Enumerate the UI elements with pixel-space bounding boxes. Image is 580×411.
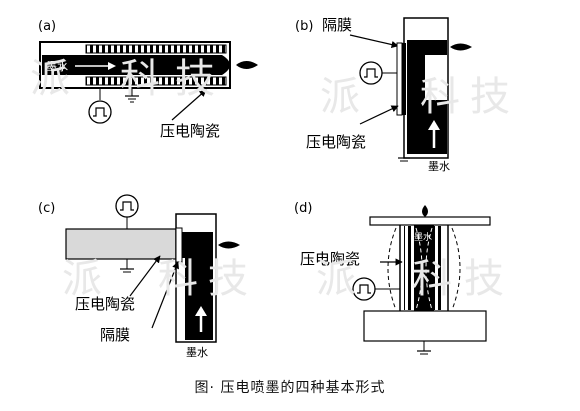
piezo-label-c: 压电陶瓷	[75, 295, 135, 313]
pointer-piezo-b	[359, 105, 399, 125]
watermark-a-1: 派	[30, 56, 70, 102]
ink-label-b: 墨水	[428, 160, 450, 173]
pulse-source-a	[88, 100, 112, 124]
ink-arrowhead-a	[108, 62, 116, 70]
figure-caption: 图· 压电喷墨的四种基本形式	[194, 380, 386, 396]
piezo-b	[402, 43, 406, 115]
pulse-icon-b	[364, 68, 378, 78]
piezo-label-b: 压电陶瓷	[306, 133, 366, 151]
piezo-wall-left-d	[404, 226, 414, 310]
piezo-strip-top	[85, 44, 227, 54]
watermark-a-2: 科	[120, 56, 160, 102]
pointer-piezo-a	[171, 89, 207, 121]
watermark-layer: 派 科 技 派 科 技 派 科 技 派 科 技	[30, 56, 510, 302]
ink-label-d: 墨水	[414, 231, 432, 243]
ink-channel	[42, 55, 230, 75]
watermark-d-1: 派	[316, 256, 356, 302]
watermark-b-1: 派	[320, 74, 360, 120]
pulse-icon-c	[120, 201, 134, 211]
ink-column-c	[185, 258, 213, 340]
watermark-c-1: 派	[62, 256, 102, 302]
ink-droplet-c	[218, 241, 240, 249]
panel-b: (b) 隔膜 压电陶瓷 墨水	[295, 16, 472, 173]
piezo-strip-bottom	[85, 76, 227, 86]
pulse-source-b	[359, 61, 383, 85]
panel-c-tag: (c)	[38, 201, 55, 216]
nozzle-top-b	[407, 40, 447, 55]
watermark-b-2: 科	[420, 74, 460, 120]
panel-a-tag: (a)	[38, 19, 56, 34]
pulse-icon-a	[93, 107, 107, 117]
piezo-label-a: 压电陶瓷	[160, 122, 220, 140]
membrane-c	[175, 227, 183, 263]
membrane-b	[396, 42, 403, 116]
panel-d-tag: (d)	[294, 201, 312, 216]
watermark-b-3: 技	[470, 74, 510, 120]
pointer-membrane-c	[151, 261, 179, 329]
pointer-piezo-c	[129, 255, 161, 297]
watermark-d-2: 科	[412, 256, 452, 302]
watermark-d-3: 技	[464, 256, 504, 302]
panel-c: (c) 压电陶瓷 隔膜 墨水	[38, 194, 240, 359]
pulse-source-d	[352, 277, 376, 301]
ink-lower-b	[407, 100, 447, 116]
ink-droplet-b	[450, 43, 472, 51]
pointer-membrane-b	[349, 34, 399, 49]
membrane-label-b: 隔膜	[322, 16, 352, 34]
deform-right-d	[451, 227, 461, 311]
deform-left-d	[387, 227, 397, 311]
watermark-a-3: 技	[175, 56, 215, 102]
ink-label-a: 墨水	[46, 60, 68, 73]
watermark-c-2: 科	[158, 256, 198, 302]
panel-a: (a) 墨水 压电陶瓷	[38, 19, 258, 140]
pulse-source-c	[115, 194, 139, 218]
membrane-label-c: 隔膜	[100, 326, 130, 344]
piezo-wall-right-d	[434, 226, 444, 310]
piezo-label-d: 压电陶瓷	[300, 250, 360, 268]
ink-core-d	[414, 225, 434, 311]
ink-droplet-d	[422, 205, 428, 217]
panel-d: (d) 墨水 压电陶瓷	[294, 201, 491, 355]
watermark-c-3: 技	[208, 256, 248, 302]
top-plate-d	[369, 216, 491, 226]
ink-label-c: 墨水	[186, 346, 208, 359]
ink-inlet-b	[407, 116, 447, 154]
panel-b-tag: (b)	[295, 19, 313, 34]
pulse-icon-d	[357, 284, 371, 294]
base-block-d	[363, 310, 487, 342]
piezo-block-c	[65, 228, 177, 260]
ink-droplet-a	[236, 61, 258, 69]
ink-top-c	[179, 232, 213, 258]
